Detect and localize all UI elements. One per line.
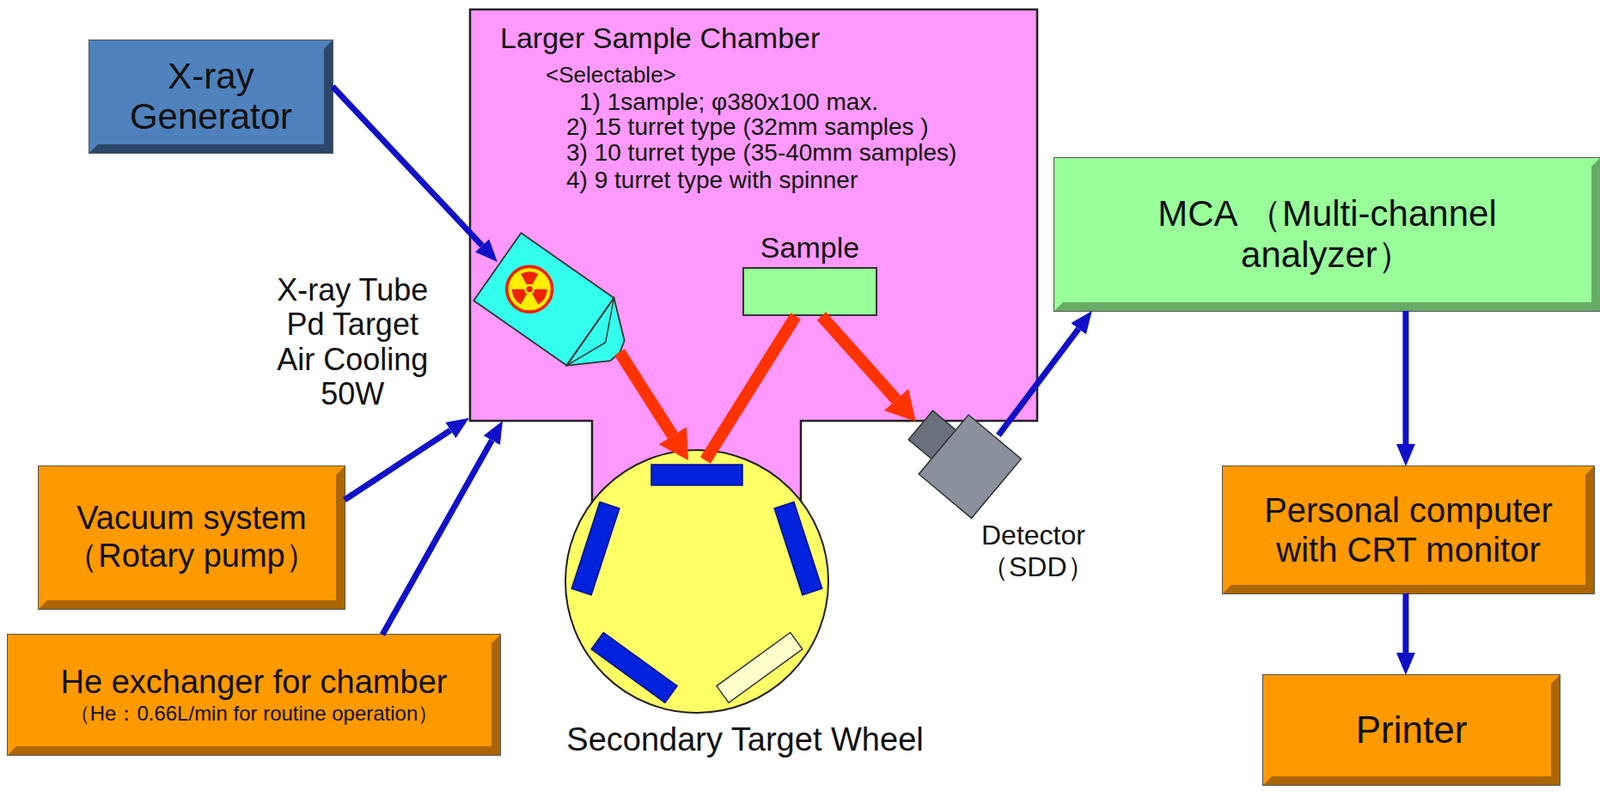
symbol-blade [531, 289, 547, 306]
signal-arrow [1402, 311, 1409, 445]
radiation-symbol [506, 266, 553, 312]
detector-housing [918, 415, 1021, 519]
text-holder: 4) 9 turret type with spinner [566, 166, 858, 195]
text-holder: 3) 10 turret type (35-40mm samples) [566, 139, 957, 167]
wheel-disc [565, 450, 829, 714]
text-holder: <Selectable> [545, 62, 677, 89]
symbol-blade [520, 271, 538, 285]
symbol-blade [512, 289, 527, 306]
printer-box: Printer [1263, 675, 1560, 786]
text-holder: Printer [1355, 708, 1468, 753]
text-holder: MCA （Multi-channel analyzer） [1099, 193, 1555, 277]
node-shape [742, 267, 878, 317]
sample-chamber: Larger Sample Chamber <Selectable>1) 1sam… [469, 8, 1039, 507]
signal-arrow [332, 86, 483, 246]
target-wheel: Secondary Target Wheel [563, 448, 831, 715]
signal-arrow [382, 440, 492, 636]
sdd-detector: Detector （SDD） [885, 390, 1032, 525]
text-holder: Vacuum system （Rotary pump） [57, 500, 326, 575]
symbol-disc [506, 266, 553, 312]
box-label: Personal computer with CRT monitor [1248, 490, 1569, 570]
symbol-center [526, 286, 533, 293]
detector-body [895, 396, 1021, 520]
vacuum-box: Vacuum system （Rotary pump） [38, 466, 345, 610]
box-label: Vacuum system （Rotary pump） [57, 500, 326, 575]
text-holder: X-ray Tube Pd Target Air Cooling 50W [268, 273, 436, 412]
detector-label: Detector （SDD） [981, 519, 1108, 584]
node-shape [469, 219, 623, 383]
helium-box: He exchanger for chamber（He：0.66L/min fo… [7, 635, 501, 756]
text-holder: 2) 15 turret type (32mm samples ) [566, 113, 929, 141]
secondary-target [571, 502, 620, 596]
box-label: MCA （Multi-channel analyzer） [1099, 193, 1555, 277]
text-holder: Secondary Target Wheel [566, 721, 923, 760]
computer-box: Personal computer with CRT monitor [1222, 466, 1594, 594]
tube-window [566, 298, 643, 387]
text-holder: X-ray Generator [121, 56, 302, 136]
text-holder: （He：0.66L/min for routine operation） [69, 702, 440, 727]
signal-arrow [344, 430, 451, 501]
signal-arrow [1402, 593, 1409, 654]
node-shape [1222, 466, 1594, 594]
box-label: （He：0.66L/min for routine operation） [69, 702, 440, 727]
text-holder: Sample [742, 231, 878, 265]
text-holder: Larger Sample Chamber [500, 21, 820, 55]
wheel-label: Secondary Target Wheel [566, 721, 923, 760]
text-holder: He exchanger for chamber [61, 664, 448, 703]
text-holder: Detector （SDD） [981, 519, 1108, 584]
box-label: He exchanger for chamber [61, 664, 448, 703]
chamber-text: 2) 15 turret type (32mm samples ) [566, 113, 929, 141]
box-label: Printer [1355, 708, 1468, 753]
tube-body [473, 232, 644, 386]
text-holder: 1) 1sample; φ380x100 max. [579, 88, 879, 117]
tube-facet [566, 298, 630, 377]
x-ray-tube: X-ray Tube Pd Target Air Cooling 50W [469, 219, 623, 383]
secondary-target [591, 632, 678, 703]
chamber-text: Larger Sample Chamber [500, 21, 820, 55]
chamber-text: <Selectable> [545, 62, 677, 89]
sample-label: Sample [742, 231, 878, 265]
shape-drawing [885, 390, 1032, 525]
chamber-outline [470, 9, 1038, 503]
analyzer-box: MCA （Multi-channel analyzer） [1054, 158, 1600, 312]
sample-holder: Sample [742, 267, 878, 317]
secondary-target [651, 464, 743, 486]
node-shape [885, 390, 1032, 525]
shape-drawing [563, 448, 831, 715]
box-label: X-ray Generator [121, 56, 302, 136]
chamber-text: 3) 10 turret type (35-40mm samples) [566, 139, 957, 167]
chamber-text: 4) 9 turret type with spinner [566, 166, 858, 195]
text-holder: Personal computer with CRT monitor [1248, 490, 1569, 570]
generator-box: X-ray Generator [89, 40, 333, 153]
shape-drawing [469, 219, 623, 383]
chamber-text: 1) 1sample; φ380x100 max. [579, 88, 879, 117]
secondary-target [716, 632, 803, 703]
node-shape [563, 448, 831, 715]
secondary-target [774, 502, 823, 596]
tube-label: X-ray Tube Pd Target Air Cooling 50W [268, 273, 436, 412]
